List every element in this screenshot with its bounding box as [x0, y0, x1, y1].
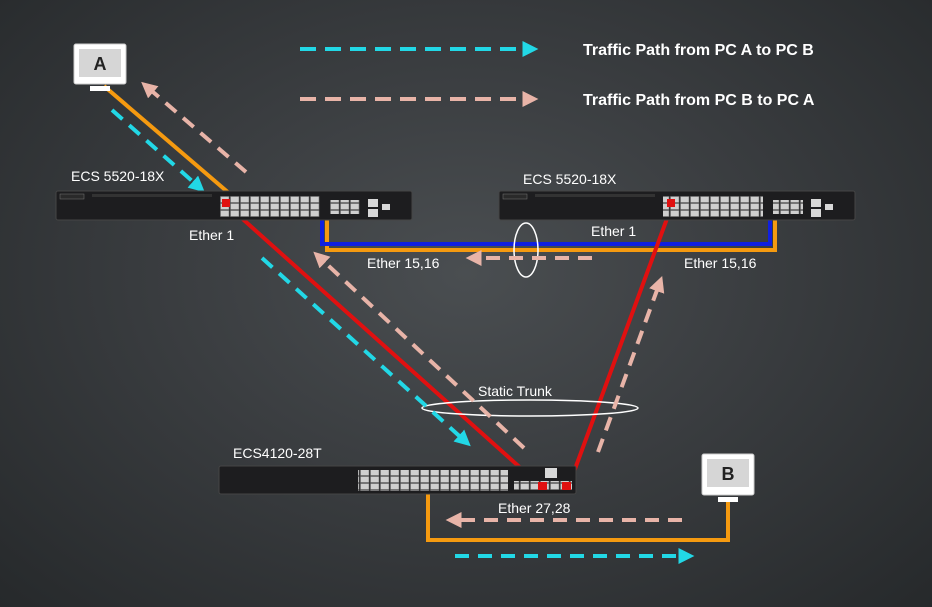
link-bottom-switch-to-pc-b [426, 490, 730, 542]
switch-bottom-name: ECS4120-28T [233, 445, 322, 461]
pc-a: A [73, 43, 127, 91]
switch-left-name: ECS 5520-18X [71, 168, 165, 184]
pc-a-base [90, 86, 110, 91]
switch-right-ecs5520 [498, 190, 856, 221]
static-trunk-ellipse [421, 399, 639, 417]
pc-b-screen [707, 459, 749, 487]
path-b-to-a-segment-4 [313, 251, 526, 450]
switch-left-mgmt-port-1 [368, 199, 378, 207]
switch-bottom-rj45-ports [358, 470, 508, 491]
pc-a-label: A [94, 54, 107, 74]
switch-right-ether1-label: Ether 1 [591, 223, 636, 239]
switch-right-vent [535, 194, 655, 197]
switch-right-sfp-ports [663, 196, 763, 217]
pc-b-label: B [722, 464, 735, 484]
switch-right-mgmt-port-1 [811, 199, 821, 207]
pc-a-screen [79, 49, 121, 77]
switch-left-brand-badge [59, 193, 85, 200]
switch-bottom-ecs4120 [218, 465, 577, 495]
switch-left-uplink-ports [330, 200, 360, 214]
path-b-to-a-segment-2 [596, 275, 665, 453]
link-pc-a-to-left-switch [102, 84, 246, 208]
legend-label-b-to-a: Traffic Path from PC B to PC A [583, 92, 815, 109]
switch-left-console-port [382, 204, 390, 210]
switch-left-ecs5520 [55, 190, 413, 221]
legend-label-a-to-b: Traffic Path from PC A to PC B [583, 42, 814, 59]
switch-bottom-ether27-28-label: Ether 27,28 [498, 500, 571, 516]
port-marker-left-ether1 [222, 199, 230, 207]
port-marker-bottom-ether28 [562, 482, 571, 490]
switch-right-name: ECS 5520-18X [523, 171, 617, 187]
link-left-ether1-to-bottom [225, 203, 545, 490]
switch-bottom-mgmt-port [545, 468, 557, 478]
port-marker-right-ether1 [667, 199, 675, 207]
link-right-ether1-to-bottom [566, 204, 674, 489]
switch-right-mgmt-port-2 [811, 209, 821, 217]
path-a-to-b-segment-1 [110, 108, 205, 193]
switch-left-ether15-16-label: Ether 15,16 [367, 255, 440, 271]
switch-right-brand-badge [502, 193, 528, 200]
link-ether15-16-orange [325, 205, 777, 252]
switch-right-console-port [825, 204, 833, 210]
port-marker-bottom-ether27 [538, 482, 547, 490]
path-a-to-b-segment-2 [260, 256, 471, 447]
trunk-ellipse-ether15-16 [513, 222, 539, 278]
path-b-to-a-segment-5 [141, 81, 248, 174]
link-ether15-16-blue [320, 205, 772, 246]
switch-right-ether15-16-label: Ether 15,16 [684, 255, 757, 271]
switch-left-sfp-ports [220, 196, 320, 217]
traffic-path-b-to-a [141, 81, 682, 528]
port-markers [222, 199, 675, 490]
switch-left-mgmt-port-2 [368, 209, 378, 217]
pc-b: B [701, 453, 755, 502]
switch-left-vent [92, 194, 212, 197]
switch-right-uplink-ports [773, 200, 803, 214]
pc-b-base [718, 497, 738, 502]
links [102, 84, 777, 542]
static-trunk-label: Static Trunk [478, 383, 553, 399]
switch-left-ether1-label: Ether 1 [189, 227, 234, 243]
traffic-path-a-to-b [110, 108, 695, 564]
legend: Traffic Path from PC A to PC B Traffic P… [300, 41, 815, 109]
